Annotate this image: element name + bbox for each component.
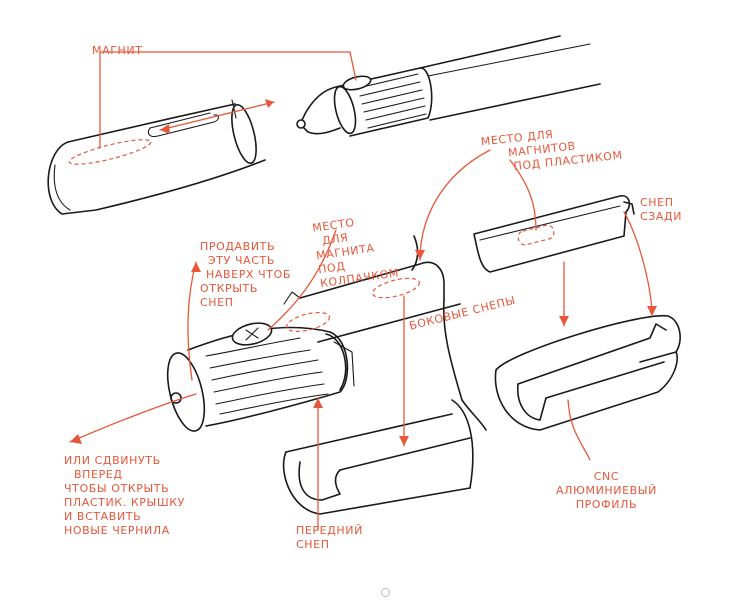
label-line: ОТКРЫТЬ bbox=[200, 282, 258, 295]
label-line: CNC bbox=[593, 470, 620, 483]
pen-body-drawing bbox=[296, 35, 601, 137]
label-line: ВПЕРЕД bbox=[74, 468, 123, 481]
label-line: СЗАДИ bbox=[640, 210, 683, 223]
page-indicator-dot[interactable] bbox=[381, 588, 390, 597]
label-cnc-profile: CNC АЛЮМИНИЕВЫЙ ПРОФИЛЬ bbox=[556, 470, 657, 512]
pen-cap-drawing bbox=[47, 99, 266, 215]
label-magnet-under-cap: МЕСТО ДЛЯ МАГНИТА ПОД КОЛПАЧКОМ bbox=[312, 211, 400, 291]
label-magnet: МАГНИТ bbox=[92, 44, 143, 57]
label-line: НОВЫЕ ЧЕРНИЛА bbox=[64, 524, 170, 537]
label-line: ПЛАСТИК. КРЫШКУ bbox=[64, 496, 185, 509]
label-line: СНЕП bbox=[640, 196, 674, 209]
label-line: ИЛИ СДВИНУТЬ bbox=[64, 454, 161, 467]
snap-parts-drawing bbox=[473, 195, 681, 431]
label-line: ПРОДАВИТЬ bbox=[200, 240, 276, 253]
label-line: ПРОФИЛЬ bbox=[575, 498, 638, 511]
label-line: ЭТУ ЧАСТЬ bbox=[208, 254, 276, 267]
label-snap-back: СНЕП СЗАДИ bbox=[640, 196, 682, 224]
label-line: АЛЮМИНИЕВЫЙ bbox=[556, 484, 657, 497]
label-line: СНЕП bbox=[296, 538, 330, 551]
annotation-lines bbox=[68, 51, 657, 531]
label-line: СНЕП bbox=[200, 296, 234, 309]
label-press-part: ПРОДАВИТЬ ЭТУ ЧАСТЬ НАВЕРХ ЧТОБ ОТКРЫТЬ … bbox=[200, 240, 291, 310]
label-line: И ВСТАВИТЬ bbox=[64, 510, 142, 523]
pen-assembly-drawing bbox=[166, 235, 487, 515]
label-front-snap: ПЕРЕДНИЙ СНЕП bbox=[296, 524, 363, 552]
label-line: ЧТОБЫ ОТКРЫТЬ bbox=[64, 482, 170, 495]
label-line: ПЕРЕДНИЙ bbox=[296, 524, 363, 537]
label-line: НАВЕРХ ЧТОБ bbox=[206, 268, 292, 281]
label-slide-forward: ИЛИ СДВИНУТЬ ВПЕРЕД ЧТОБЫ ОТКРЫТЬ ПЛАСТИ… bbox=[64, 454, 185, 538]
